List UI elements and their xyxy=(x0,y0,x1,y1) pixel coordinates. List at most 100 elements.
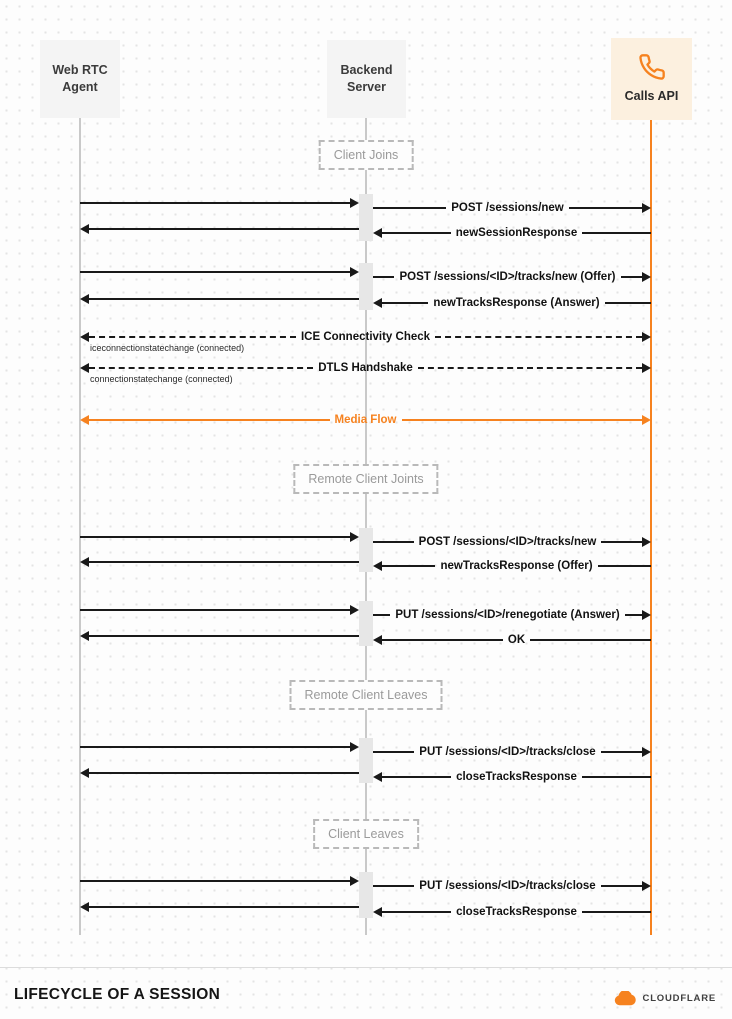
arrow-new-tracks-response-offer: newTracksResponse (Offer) xyxy=(373,560,652,572)
message-label: newTracksResponse (Offer) xyxy=(440,560,593,572)
arrowhead-left-icon xyxy=(80,415,89,425)
arrow-line xyxy=(382,639,503,641)
arrowhead-right-icon xyxy=(350,876,359,886)
message-label: PUT /sessions/<ID>/tracks/close xyxy=(419,880,596,892)
message-label: Media Flow xyxy=(334,414,397,426)
message-label: closeTracksResponse xyxy=(456,906,577,918)
arrow-line xyxy=(80,746,350,748)
page-title: LIFECYCLE OF A SESSION xyxy=(14,986,221,1003)
arrow-line xyxy=(417,367,643,369)
arrow-line xyxy=(80,880,350,882)
arrowhead-right-icon xyxy=(642,203,652,213)
arrow-backend-to-agent xyxy=(80,767,359,779)
arrowhead-left-icon xyxy=(80,557,89,567)
arrow-media-flow: Media Flow xyxy=(80,414,652,426)
actor-calls-api: Calls API xyxy=(611,38,692,120)
arrow-line xyxy=(568,207,643,209)
arrow-post-tracks-new: POST /sessions/<ID>/tracks/new xyxy=(373,536,652,548)
arrowhead-left-icon xyxy=(80,294,89,304)
arrowhead-left-icon xyxy=(373,772,382,782)
arrow-agent-to-backend xyxy=(80,604,359,616)
arrow-close-tracks-response: closeTracksResponse xyxy=(373,906,652,918)
activation-bar xyxy=(359,738,373,783)
arrowhead-right-icon xyxy=(642,537,652,547)
arrowhead-left-icon xyxy=(373,298,382,308)
arrow-line xyxy=(89,561,359,563)
arrow-agent-to-backend xyxy=(80,875,359,887)
message-label: PUT /sessions/<ID>/renegotiate (Answer) xyxy=(395,609,620,621)
dtls-state-note: connectionstatechange (connected) xyxy=(90,374,233,384)
actor-label: Backend Server xyxy=(340,62,393,95)
arrow-post-sessions-new: POST /sessions/new xyxy=(373,202,652,214)
actor-label: Calls API xyxy=(624,88,679,103)
arrowhead-left-icon xyxy=(373,635,382,645)
arrow-put-tracks-close: PUT /sessions/<ID>/tracks/close xyxy=(373,880,651,892)
arrow-line xyxy=(597,565,652,567)
arrow-line xyxy=(80,271,350,273)
arrow-line xyxy=(382,302,429,304)
arrow-new-session-response: newSessionResponse xyxy=(373,227,651,239)
arrow-line xyxy=(382,565,436,567)
arrowhead-right-icon xyxy=(350,198,359,208)
arrow-line xyxy=(604,302,652,304)
message-label: PUT /sessions/<ID>/tracks/close xyxy=(419,746,596,758)
arrow-line xyxy=(530,639,651,641)
arrow-line xyxy=(382,776,452,778)
arrow-put-tracks-close: PUT /sessions/<ID>/tracks/close xyxy=(373,746,651,758)
arrow-line xyxy=(89,419,330,421)
arrow-ok-response: OK xyxy=(373,634,651,646)
arrowhead-right-icon xyxy=(642,747,651,757)
message-label: ICE Connectivity Check xyxy=(300,331,431,343)
activation-bar xyxy=(359,528,373,572)
arrow-line xyxy=(373,885,415,887)
lifeline-backend-server xyxy=(365,118,367,935)
cloudflare-logo: CLOUDFLARE xyxy=(614,991,716,1006)
arrowhead-left-icon xyxy=(373,907,382,917)
arrow-line xyxy=(89,336,296,338)
arrowhead-right-icon xyxy=(350,267,359,277)
arrow-line xyxy=(80,202,350,204)
arrowhead-right-icon xyxy=(642,610,652,620)
arrow-line xyxy=(373,614,391,616)
arrow-line xyxy=(80,536,350,538)
arrowhead-left-icon xyxy=(80,332,89,342)
arrow-line xyxy=(89,228,359,230)
arrow-line xyxy=(373,541,414,543)
cloudflare-cloud-icon xyxy=(614,991,636,1006)
arrowhead-right-icon xyxy=(642,881,651,891)
arrow-backend-to-agent xyxy=(80,556,359,568)
arrow-ice-connectivity-check: ICE Connectivity Check xyxy=(80,331,651,343)
arrow-line xyxy=(600,751,642,753)
phone-icon xyxy=(638,53,666,81)
message-label: closeTracksResponse xyxy=(456,771,577,783)
group-client-leaves: Client Leaves xyxy=(313,819,419,849)
arrow-put-renegotiate-answer: PUT /sessions/<ID>/renegotiate (Answer) xyxy=(373,609,652,621)
arrowhead-right-icon xyxy=(642,415,652,425)
message-label: newTracksResponse (Answer) xyxy=(433,297,600,309)
arrow-line xyxy=(600,885,642,887)
arrowhead-right-icon xyxy=(350,605,359,615)
group-remote-client-joins: Remote Client Joints xyxy=(293,464,439,494)
arrow-line xyxy=(89,772,359,774)
arrowhead-left-icon xyxy=(80,224,89,234)
actor-backend-server: Backend Server xyxy=(327,40,406,118)
arrow-line xyxy=(373,276,395,278)
arrowhead-left-icon xyxy=(80,363,89,373)
arrow-agent-to-backend xyxy=(80,531,359,543)
arrow-line xyxy=(581,911,652,913)
arrowhead-right-icon xyxy=(642,332,651,342)
lifeline-calls-api xyxy=(650,120,652,935)
message-label: DTLS Handshake xyxy=(318,362,413,374)
arrow-new-tracks-response-answer: newTracksResponse (Answer) xyxy=(373,297,652,309)
arrowhead-right-icon xyxy=(642,363,652,373)
arrow-post-tracks-new-offer: POST /sessions/<ID>/tracks/new (Offer) xyxy=(373,271,651,283)
arrow-agent-to-backend xyxy=(80,197,359,209)
footer-divider xyxy=(0,967,732,968)
arrow-line xyxy=(624,614,643,616)
arrow-dtls-handshake: DTLS Handshake xyxy=(80,362,652,374)
arrowhead-left-icon xyxy=(373,561,382,571)
lifeline-web-rtc-agent xyxy=(79,118,81,935)
arrow-backend-to-agent xyxy=(80,293,359,305)
arrow-line xyxy=(89,367,314,369)
